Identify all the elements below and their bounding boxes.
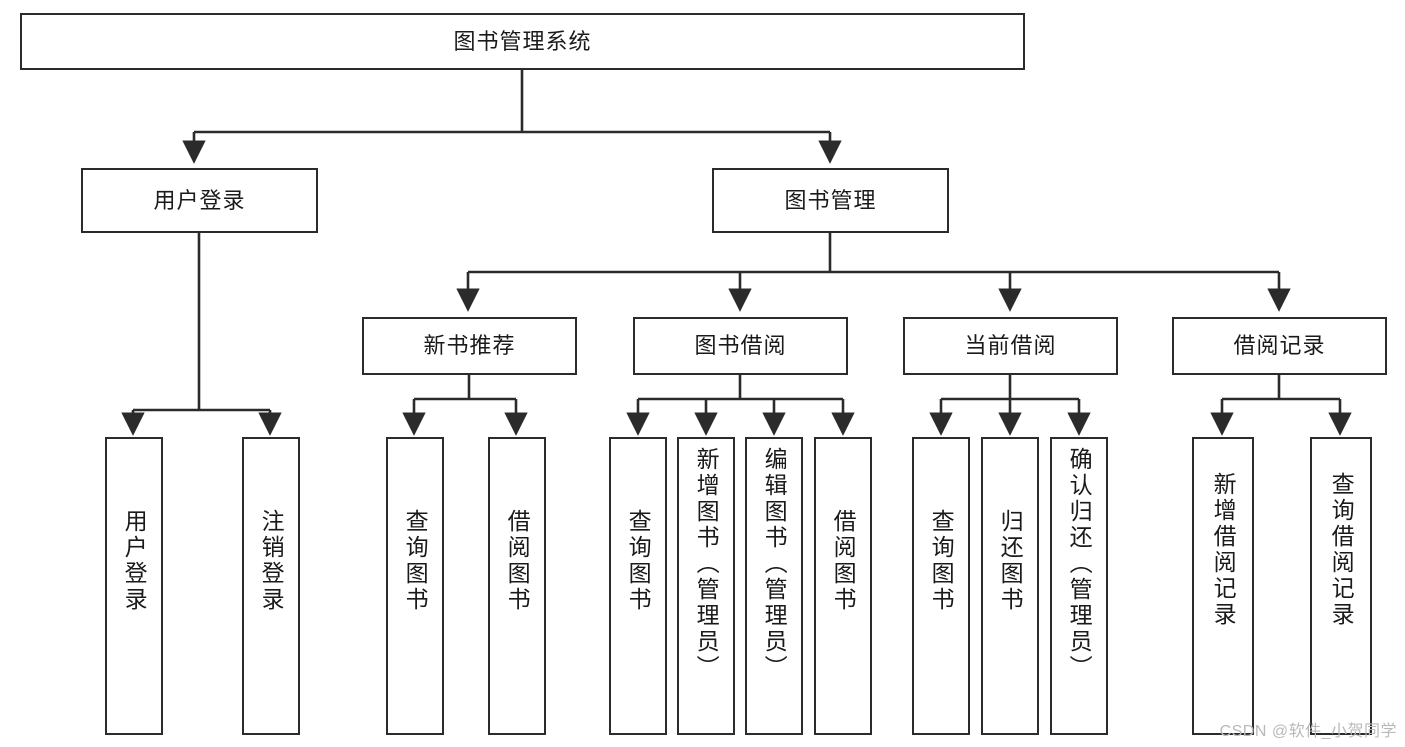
watermark-text: CSDN @软件_小贺同学 <box>1219 723 1397 740</box>
node-leaf-user-login[interactable]: 用户登录 <box>105 437 163 735</box>
node-leaf-logout[interactable]: 注销登录 <box>242 437 300 735</box>
node-book-manage[interactable]: 图书管理 <box>712 168 949 233</box>
node-label: 查询图书 <box>928 509 955 613</box>
node-leaf-add-record[interactable]: 新增借阅记录 <box>1192 437 1254 735</box>
node-label: 查询借阅记录 <box>1328 472 1355 628</box>
node-borrow-record[interactable]: 借阅记录 <box>1172 317 1387 375</box>
node-label: 查询图书 <box>625 509 652 613</box>
node-leaf-add-book[interactable]: 新增图书（管理员） <box>677 437 735 735</box>
node-leaf-borrow-book-1[interactable]: 借阅图书 <box>488 437 546 735</box>
node-leaf-borrow-book-2[interactable]: 借阅图书 <box>814 437 872 735</box>
node-leaf-edit-book[interactable]: 编辑图书（管理员） <box>745 437 803 735</box>
node-label: 归还图书 <box>997 509 1024 613</box>
node-label: 图书管理系统 <box>453 28 592 54</box>
node-label: 新增借阅记录 <box>1210 472 1237 628</box>
node-label: 编辑图书（管理员） <box>761 447 788 681</box>
node-current-borrow[interactable]: 当前借阅 <box>903 317 1118 375</box>
node-leaf-query-book-3[interactable]: 查询图书 <box>912 437 970 735</box>
node-leaf-confirm-return[interactable]: 确认归还（管理员） <box>1050 437 1108 735</box>
node-new-book-rec[interactable]: 新书推荐 <box>362 317 577 375</box>
node-label: 注销登录 <box>258 509 285 613</box>
node-root[interactable]: 图书管理系统 <box>20 13 1025 70</box>
node-label: 借阅图书 <box>830 509 857 613</box>
node-user-login[interactable]: 用户登录 <box>81 168 318 233</box>
node-label: 查询图书 <box>402 509 429 613</box>
node-label: 图书借阅 <box>694 333 787 359</box>
node-label: 借阅图书 <box>504 509 531 613</box>
node-label: 确认归还（管理员） <box>1066 447 1093 681</box>
node-leaf-query-record[interactable]: 查询借阅记录 <box>1310 437 1372 735</box>
node-leaf-return-book[interactable]: 归还图书 <box>981 437 1039 735</box>
node-label: 新增图书（管理员） <box>693 447 720 681</box>
node-label: 用户登录 <box>121 509 148 613</box>
node-label: 借阅记录 <box>1233 333 1326 359</box>
node-leaf-query-book-2[interactable]: 查询图书 <box>609 437 667 735</box>
node-label: 当前借阅 <box>964 333 1057 359</box>
node-label: 图书管理 <box>784 187 877 213</box>
node-book-borrow[interactable]: 图书借阅 <box>633 317 848 375</box>
node-leaf-query-book-1[interactable]: 查询图书 <box>386 437 444 735</box>
node-label: 用户登录 <box>153 187 246 213</box>
node-label: 新书推荐 <box>423 333 516 359</box>
